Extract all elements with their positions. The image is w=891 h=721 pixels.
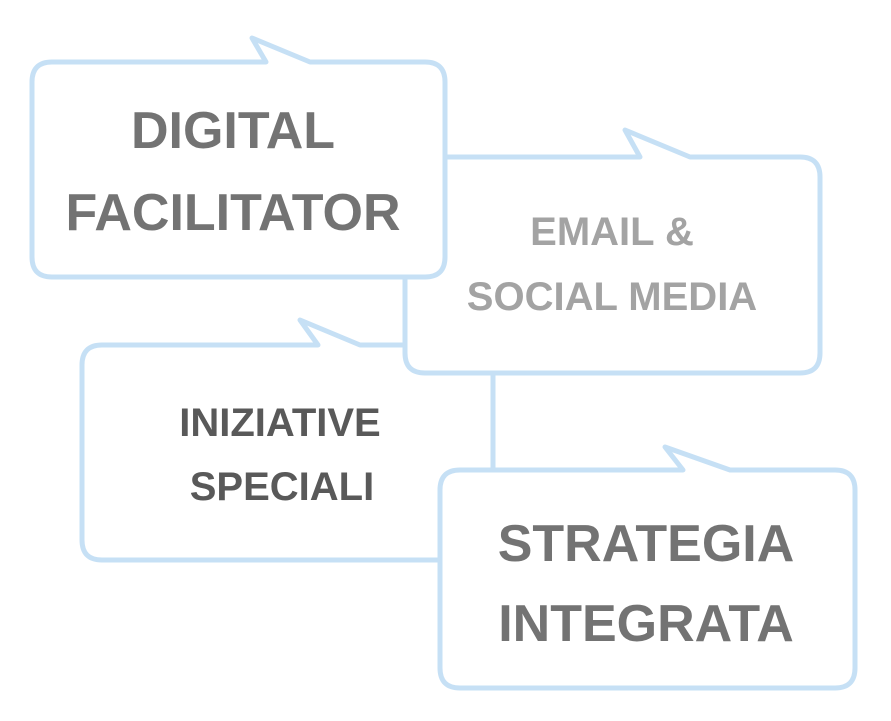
bubble-email-line2: SOCIAL MEDIA <box>467 275 757 319</box>
bubble-iniziative-line2: SPECIALI <box>190 465 374 509</box>
bubble-digital-line1: DIGITAL <box>131 102 335 160</box>
bubble-strategia-integrata: STRATEGIA INTEGRATA <box>437 444 858 691</box>
bubble-iniziative-line1: INIZIATIVE <box>179 401 380 445</box>
bubble-digital-facilitator: DIGITAL FACILITATOR <box>29 35 448 280</box>
bubble-digital-line2: FACILITATOR <box>65 184 400 242</box>
bubble-email-social-media: EMAIL & SOCIAL MEDIA <box>402 127 823 376</box>
bubble-strategia-line2: INTEGRATA <box>498 595 794 653</box>
bubble-email-line1: EMAIL & <box>530 210 694 254</box>
bubble-strategia-line1: STRATEGIA <box>498 515 795 573</box>
